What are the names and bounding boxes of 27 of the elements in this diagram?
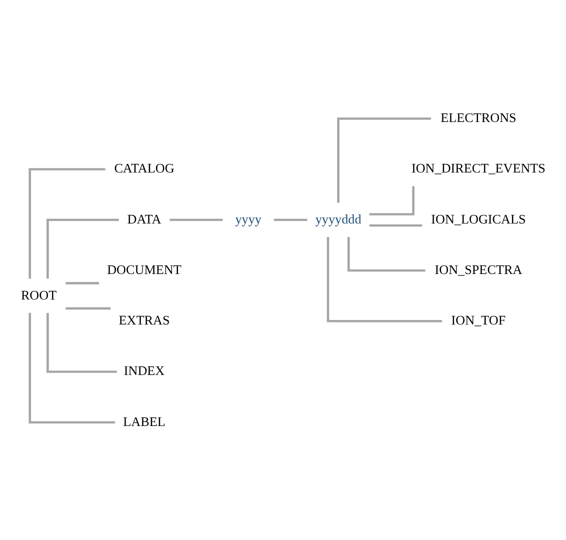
node-text: LABEL: [123, 413, 166, 428]
connector: [337, 116, 432, 202]
node-text: INDEX: [124, 362, 165, 378]
node-text: EXTRAS: [118, 312, 170, 328]
connector: [369, 186, 414, 215]
node-text: ION_DIRECT_EVENTS: [411, 160, 546, 176]
node-text: ROOT: [20, 286, 57, 302]
node-text: ION_TOF: [451, 312, 506, 328]
connector: [46, 312, 117, 372]
connector: [274, 218, 308, 221]
node-text: yyyyddd: [315, 210, 362, 226]
connector: [66, 306, 111, 310]
node-text: ION_LOGICALS: [431, 210, 526, 226]
node-text: DATA: [127, 210, 162, 226]
node-text: ELECTRONS: [440, 110, 516, 125]
connector: [347, 236, 426, 272]
connector: [46, 218, 119, 278]
connector: [28, 168, 106, 278]
node-text: ION_SPECTRA: [434, 261, 522, 276]
node-text: CATALOG: [114, 160, 174, 176]
node-text: DOCUMENT: [107, 261, 182, 276]
connector: [28, 312, 116, 424]
connector: [66, 281, 99, 284]
connector: [326, 236, 442, 322]
connector: [369, 224, 422, 226]
node-text: yyyy: [235, 210, 262, 226]
connector: [170, 218, 223, 221]
